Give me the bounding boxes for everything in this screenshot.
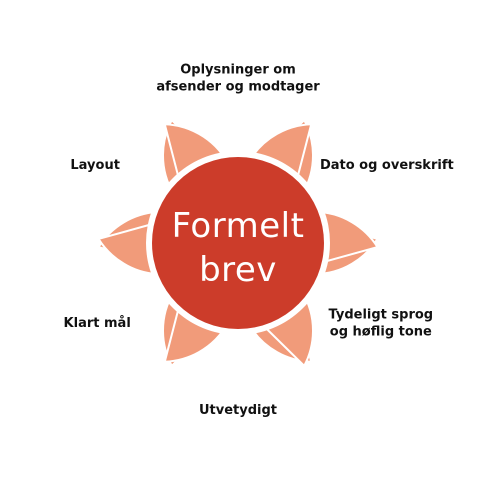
- petal-upper-left-label-line-1: Layout: [70, 158, 120, 173]
- petal-lower-right-label-line-1: Tydeligt sprog: [329, 308, 434, 323]
- petal-lower-right-label-line-2: og høflig tone: [330, 325, 432, 340]
- petal-bottom-label-line-1: Utvetydigt: [199, 403, 277, 418]
- center-title-line-1: Formelt: [172, 206, 305, 246]
- center-title-line-2: brev: [199, 250, 277, 290]
- petal-lower-left-label-line-1: Klart mål: [64, 316, 131, 331]
- petal-upper-right-label-line-1: Dato og overskrift: [320, 158, 454, 173]
- petal-top-label-line-2: afsender og modtager: [156, 80, 320, 95]
- center-circle: [152, 157, 324, 329]
- petal-top-label-line-1: Oplysninger om: [180, 63, 296, 78]
- center-node: Formelt brev: [146, 151, 330, 335]
